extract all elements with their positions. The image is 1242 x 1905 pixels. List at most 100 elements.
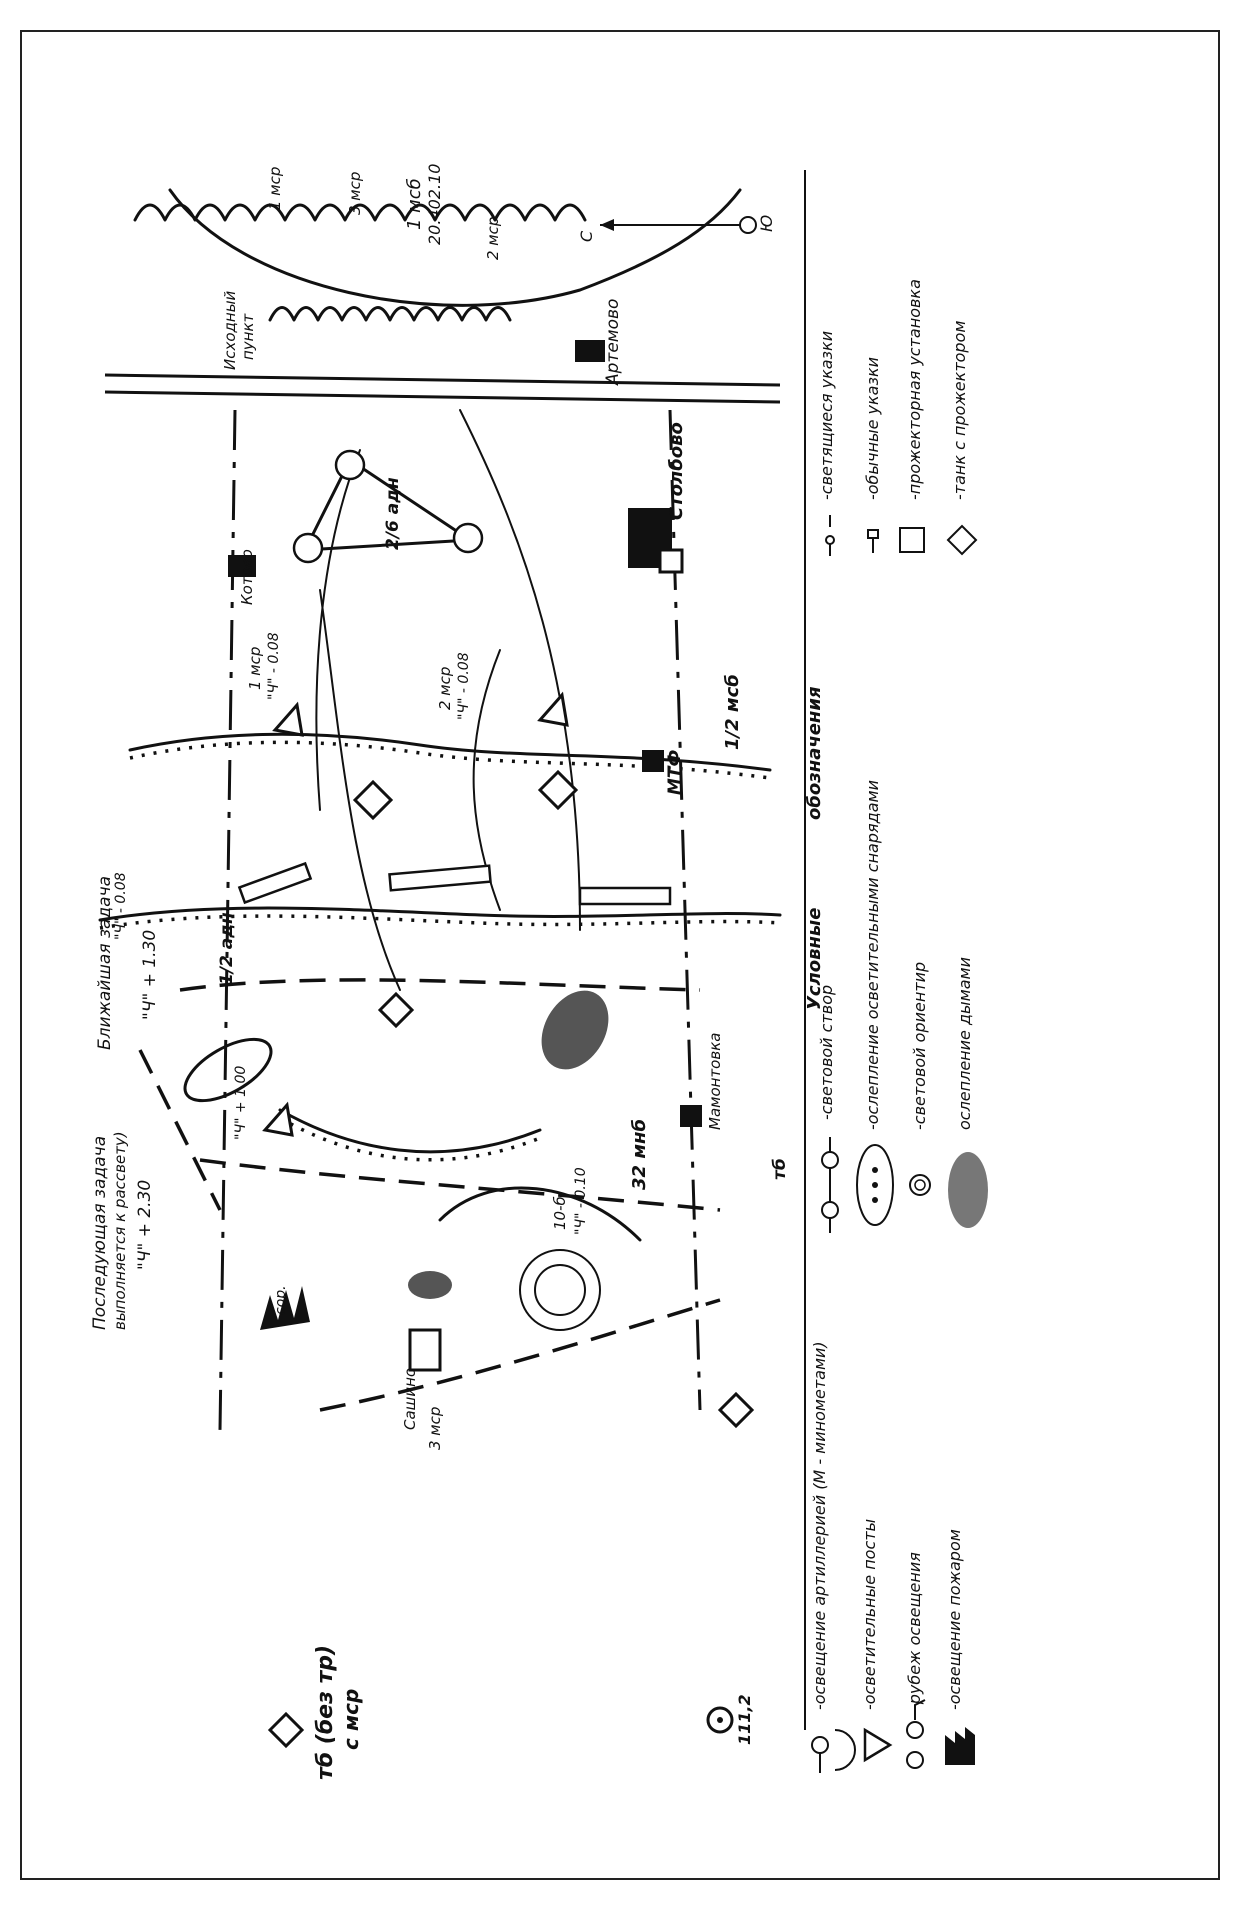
dashed-line-2 <box>199 1158 721 1212</box>
legend-title-1: Условные <box>804 908 825 1010</box>
searchlight-unit-icon <box>899 527 925 553</box>
searchlight-bar-3 <box>578 886 672 906</box>
post-triangle-2 <box>537 691 569 727</box>
settlement-stolbovo-2 <box>658 548 684 574</box>
fire-symbol <box>260 1286 310 1330</box>
label-height: 111,2 <box>735 1694 754 1745</box>
label-immediate-task-time: "Ч" + 1.30 <box>140 930 160 1020</box>
light-landmark-icon <box>909 1174 931 1196</box>
legend-mid-2: -ослепление осветительными снарядами <box>863 780 882 1130</box>
boundary-left <box>218 409 237 1431</box>
woods-arc <box>168 188 742 307</box>
tank-diamond-5 <box>267 1711 305 1749</box>
label-msb-code: 20.402.10 <box>425 164 444 245</box>
light-alignment-ellipse <box>183 1037 273 1103</box>
label-tb2: тб <box>770 1158 790 1180</box>
settlement-kotovo <box>228 555 256 577</box>
legend-left-3: -рубеж освещения <box>905 1552 924 1710</box>
legend-left-4: -освещение пожаром <box>945 1529 964 1710</box>
post-triangle-3 <box>262 1101 294 1137</box>
label-stolbovo: Столбово <box>666 422 687 520</box>
map-body: Последующая задача выполняется к рассвет… <box>90 164 790 1780</box>
label-time-008: "Ч" - 0.08 <box>113 872 129 940</box>
legend-left-2: -осветительные посты <box>860 1519 879 1710</box>
label-battery: 10-б <box>551 1196 569 1230</box>
legend-mid-4: ослепление дымами <box>955 957 974 1130</box>
maneuver-line-3 <box>315 449 361 811</box>
label-tb: тб (без тр) <box>313 1645 338 1780</box>
label-kotovo: Котово <box>238 549 256 605</box>
searchlight-bar-2 <box>388 864 492 892</box>
legend-right-2: -обычные указки <box>863 357 882 500</box>
tank-diamond-4 <box>717 1391 755 1429</box>
label-adn: 1/2 адн <box>217 912 237 985</box>
label-south: Ю <box>757 215 776 232</box>
map-frame <box>20 30 1220 1880</box>
label-msb: 1 мсб <box>404 178 425 230</box>
dashed-line-3 <box>319 1298 721 1412</box>
label-subsequent-task-1: Последующая задача <box>90 1136 110 1330</box>
compass-south-circle <box>739 216 757 234</box>
blinding-shells-icon <box>856 1144 894 1226</box>
label-mcr1-mid: 1 мср <box>246 647 264 690</box>
label-mcr2-top: 2 мср <box>484 217 502 260</box>
label-mcr3-top: 3 мср <box>346 172 364 215</box>
illumination-line-icon <box>906 1699 926 1769</box>
label-start-point-1: Исходный <box>221 290 239 370</box>
front-line-2 <box>98 906 782 922</box>
label-immediate-task: Ближайшая задача <box>95 876 115 1050</box>
boundary-right <box>668 409 702 1411</box>
label-subsequent-task-time: "Ч" + 2.30 <box>135 1180 155 1270</box>
formation-node-1 <box>334 449 366 481</box>
searchlight-tank-icon <box>946 524 978 556</box>
road-line <box>104 373 781 387</box>
triangle-formation <box>303 458 472 552</box>
label-time-100: "Ч" + 1.00 <box>233 1066 249 1140</box>
road-line-2 <box>104 390 781 404</box>
compass-arrow <box>600 219 614 231</box>
label-mcr2-time: "Ч" - 0.08 <box>456 652 472 720</box>
label-mcr1-top: 1 мср <box>266 167 284 210</box>
smoke-cloud <box>541 990 609 1070</box>
label-adn2: 2/6 адн <box>383 477 403 550</box>
legend-left-1: -освещение артиллерией (М - минометами) <box>810 1341 829 1710</box>
tank-diamond-1 <box>352 779 394 821</box>
formation-node-2 <box>452 522 484 554</box>
label-mnb: 32 мнб <box>629 1119 650 1190</box>
settlement-sashino <box>408 1328 442 1372</box>
glowing-pointer-icon <box>825 515 835 556</box>
label-north: С <box>577 230 596 242</box>
smoke-blinding-icon <box>948 1152 988 1228</box>
woods-scallop <box>133 203 587 222</box>
settlement-mamontovka <box>680 1105 702 1127</box>
woods-scallop-2 <box>268 306 512 322</box>
label-mcr2-mid: 2 мср <box>436 667 454 710</box>
label-artemovo: Артемово <box>603 299 623 386</box>
legend-mid-1: -световой створ <box>817 985 836 1120</box>
tactical-map: Последующая задача выполняется к рассвет… <box>90 164 988 1780</box>
front-line-3-ticks <box>279 1116 541 1162</box>
tank-diamond-2 <box>537 769 579 811</box>
label-tb-sub: с мср <box>339 1689 363 1750</box>
label-mamontovka: Мамонтовка <box>706 1033 724 1130</box>
label-start-point-2: пункт <box>239 312 257 360</box>
settlement-artemovo <box>575 340 605 362</box>
front-line-3 <box>278 1108 542 1154</box>
label-msb2: 1/2 мсб <box>722 674 743 750</box>
maneuver-line-2 <box>459 409 581 931</box>
front-line-4 <box>438 1186 642 1242</box>
searchlight-bar-1 <box>237 861 313 905</box>
illumination-circle <box>519 1249 601 1331</box>
label-mcr3-bottom: 3 мср <box>426 1407 444 1450</box>
legend-title-2: обозначения <box>804 686 825 820</box>
front-line-2-ticks <box>99 914 781 930</box>
label-sashino: Сашино <box>401 1368 419 1430</box>
fire-illumination-icon <box>945 1727 975 1765</box>
maneuver-line-1 <box>319 589 401 991</box>
label-battery-time: "Ч" - 0.10 <box>573 1167 589 1235</box>
legend-right-4: -танк с прожектором <box>950 321 969 500</box>
legend-right-1: -светящиеся указки <box>817 331 836 500</box>
label-sor: сор. <box>273 1285 289 1315</box>
dashed-line-4 <box>138 1049 222 1211</box>
post-triangle-1 <box>272 701 304 737</box>
